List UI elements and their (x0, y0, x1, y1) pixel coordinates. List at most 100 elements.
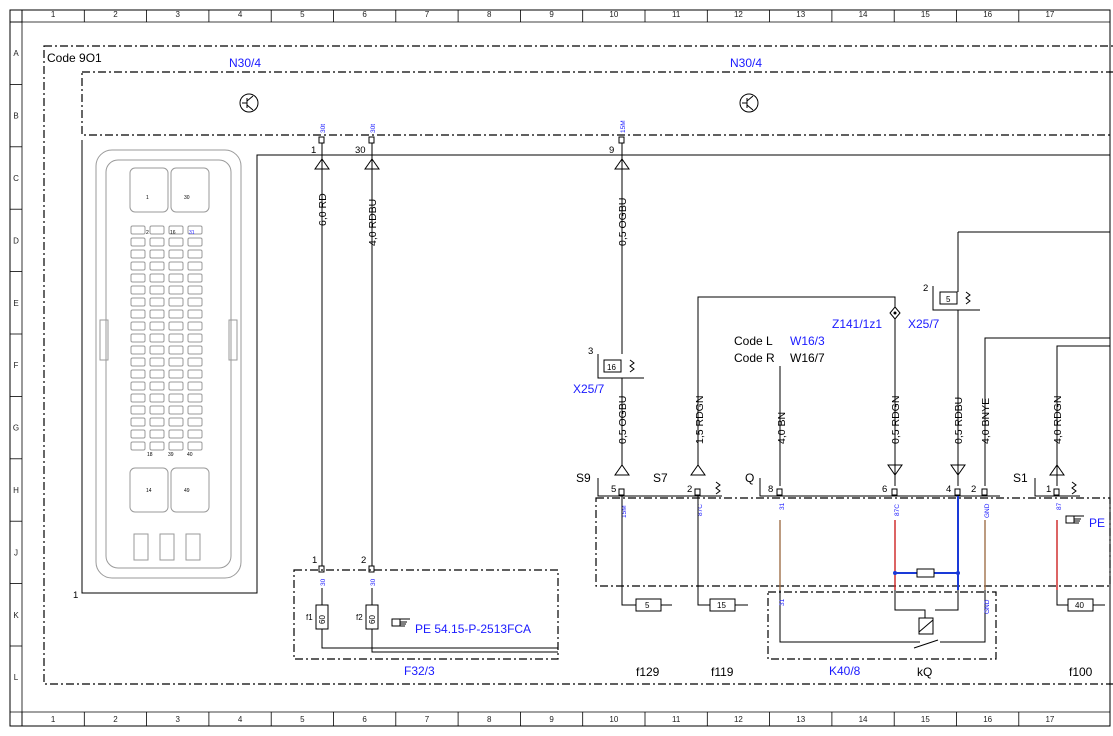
fuse-f1-value: 60 (318, 615, 327, 624)
sheet-frame: 1122334455667788991010111112121313141415… (9, 9, 1111, 727)
ecu-pin-cavity (168, 309, 184, 319)
ecu-pin-cavity (130, 345, 146, 355)
pointing-hand-icon (391, 618, 410, 627)
ecu-pin-cavity (149, 429, 165, 439)
code-r-ref: W16/7 (790, 351, 825, 365)
ecu-pin-cavity (168, 273, 184, 283)
wire-label: 1,5 RDGN (694, 396, 706, 444)
grid-column-label: 14 (859, 10, 868, 19)
code-l-ref: W16/3 (790, 334, 825, 348)
grid-column-label: 13 (796, 715, 805, 724)
ecu-pin-cavity (149, 405, 165, 415)
ecu-pin-cavity (149, 369, 165, 379)
reference-fca[interactable]: PE 54.15-P-2513FCA (391, 618, 531, 636)
ecu-pin-cavity (130, 369, 146, 379)
terminal-30t: 30t (320, 124, 327, 133)
code-r-label: Code R (734, 351, 775, 365)
q-label: Q (745, 471, 754, 485)
grid-column-label: 10 (609, 715, 618, 724)
grid-column-label: 1 (51, 10, 56, 19)
grid-row-label: K (13, 611, 19, 620)
grid-column-label: 4 (238, 715, 243, 724)
ecu-pin-cavity (130, 357, 146, 367)
s7-pin: 2 (687, 484, 692, 495)
wire-4-0-bnye: 4,0 BNYE (980, 337, 1110, 486)
transistor-icon (739, 93, 759, 113)
ecu-pin-cavity (149, 321, 165, 331)
wire-0-5-rdgn: 0,5 RDGN (887, 319, 903, 486)
grid-row-label: A (13, 49, 19, 58)
terminal-30: 30 (320, 578, 327, 586)
grid-row-label: G (13, 424, 19, 433)
grid-column-label: 2 (113, 10, 118, 19)
grid-row-label: D (13, 236, 19, 245)
n30-module: N30/4 N30/4 (81, 56, 1113, 136)
wire-label: 6,0 RD (317, 193, 329, 226)
ecu-pin-cavity (130, 237, 146, 247)
ecu-pin-cavity (130, 249, 146, 259)
pin-3: 3 (588, 346, 593, 357)
ecu-pin-2: 2 (146, 230, 149, 236)
grid-column-label: 4 (238, 10, 243, 19)
wire-4-0-rdgn: 4,0 RDGN (1049, 345, 1110, 486)
ecu-pin-cavity (168, 441, 184, 451)
wire-label: 0,5 OGBU (617, 198, 629, 246)
wire-label: 0,5 RDGN (890, 396, 902, 444)
ecu-pin-cavity (149, 345, 165, 355)
grid-column-label: 3 (176, 715, 181, 724)
ecu-pin-cavity (187, 369, 203, 379)
ecu-pin-cavity (168, 417, 184, 427)
ecu-pin-cavity (187, 261, 203, 271)
fuse-value: 5 (645, 601, 650, 610)
ecu-pin-cavity (168, 357, 184, 367)
grid-row-label: C (13, 174, 19, 183)
x25-label-lower: X25/7 (573, 382, 605, 396)
ecu-pin-cavity (130, 225, 146, 235)
ecu-pin-cavity (149, 261, 165, 271)
ecu-pin-cavity (149, 249, 165, 259)
q-pin: 8 (768, 484, 773, 495)
ecu-pin-cavity (149, 225, 165, 235)
s1-pin: 1 (1046, 484, 1051, 495)
reference-pe[interactable]: PE (1065, 515, 1105, 530)
grid-row-label: J (14, 548, 18, 557)
ecu-pin-cavity (187, 225, 203, 235)
fuse-f1-id: f1 (306, 613, 313, 622)
arrow-ogbu (614, 464, 630, 476)
ecu-pin-cavity (149, 441, 165, 451)
ecu-pin-cavity (130, 297, 146, 307)
ecu-pin-18: 18 (147, 452, 153, 458)
code-label: Code 9O1 (47, 51, 102, 65)
ecu-pin-cavity (130, 309, 146, 319)
code-l-label: Code L (734, 334, 773, 348)
f32-pin-2: 2 (361, 555, 366, 566)
ecu-pin-14: 14 (146, 488, 152, 494)
fuse-relay-module (595, 497, 1111, 587)
wire-label: 4,0 BNYE (980, 398, 992, 444)
terminal-30t: 30t (370, 124, 377, 133)
grid-column-label: 9 (549, 10, 554, 19)
reference-text: PE (1089, 516, 1105, 530)
fuse-f2-value: 60 (368, 615, 377, 624)
ecu-pin-cavity (187, 345, 203, 355)
fuse-f129: 5 f129 (621, 590, 672, 679)
grid-row-label: H (13, 486, 19, 495)
grid-column-label: 16 (983, 10, 992, 19)
terminal-31: 31 (779, 598, 786, 606)
fuse-f100: 40 f100 (1056, 590, 1105, 679)
grid-column-label: 7 (425, 10, 430, 19)
terminal-87: 87 (1056, 502, 1063, 510)
pin-9: 9 (609, 145, 614, 156)
ecu-pin-cavity (187, 285, 203, 295)
k40-label: K40/8 (829, 664, 861, 678)
grid-column-label: 15 (921, 715, 930, 724)
terminal-gnd: GND (984, 599, 991, 614)
ecu-pin-cavity (168, 249, 184, 259)
s7-label: S7 (653, 471, 668, 485)
grid-column-label: 5 (300, 10, 305, 19)
x25-label-upper: X25/7 (908, 317, 940, 331)
ecu-connector-face: 1 1 30 2 16 31 18 39 40 14 49 (73, 140, 1110, 601)
wire-0-5-ogbu-upper: 0,5 OGBU (614, 143, 630, 354)
ecu-pin-cavity (187, 333, 203, 343)
grid-column-label: 8 (487, 10, 492, 19)
